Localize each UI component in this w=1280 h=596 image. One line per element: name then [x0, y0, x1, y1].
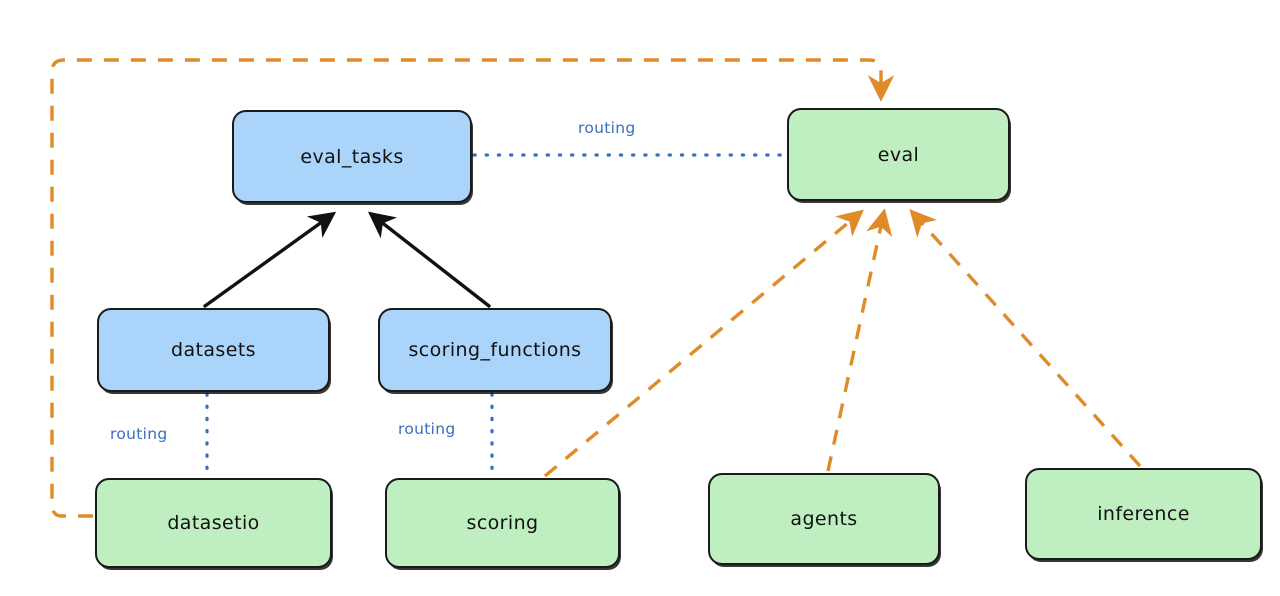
node-datasetio[interactable]: datasetio — [95, 478, 332, 568]
node-scoring-functions[interactable]: scoring_functions — [378, 308, 612, 392]
node-eval[interactable]: eval — [787, 108, 1010, 201]
edge-scoring-functions-to-eval-tasks — [367, 211, 491, 308]
edge-label-routing-eval-tasks-eval: routing — [578, 119, 636, 137]
node-datasets[interactable]: datasets — [97, 308, 330, 392]
node-inference[interactable]: inference — [1025, 468, 1262, 560]
node-datasets-label: datasets — [171, 339, 256, 361]
edge-label-routing-scoring-functions-scoring: routing — [398, 420, 456, 438]
node-agents[interactable]: agents — [708, 473, 940, 565]
node-eval-label: eval — [877, 143, 920, 166]
node-scoring-functions-label: scoring_functions — [408, 339, 582, 361]
node-datasetio-label: datasetio — [167, 512, 260, 534]
edge-agents-to-eval — [826, 208, 893, 472]
node-eval-tasks[interactable]: eval_tasks — [232, 110, 472, 203]
edge-datasets-to-eval-tasks — [203, 211, 337, 308]
edge-label-routing-datasets-datasetio: routing — [110, 425, 168, 443]
node-scoring[interactable]: scoring — [385, 478, 620, 568]
edge-datasetio-to-eval — [50, 58, 895, 518]
node-scoring-label: scoring — [466, 512, 539, 534]
edge-inference-to-eval — [909, 209, 1142, 468]
node-agents-label: agents — [790, 508, 858, 530]
node-inference-label: inference — [1097, 503, 1190, 525]
edge-scoring-to-eval — [543, 209, 864, 478]
node-eval-tasks-label: eval_tasks — [300, 145, 404, 168]
